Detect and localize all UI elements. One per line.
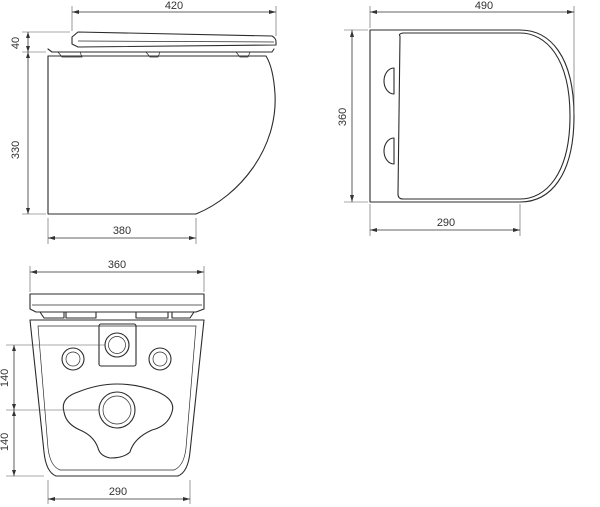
rear-dim-lower-spacing: 140	[0, 433, 11, 451]
rear-seat	[29, 293, 205, 313]
side-seat-base	[47, 48, 275, 53]
top-mount-hole-upper	[383, 67, 395, 95]
side-dim-width-bottom: 380	[113, 225, 131, 237]
side-seat-lid	[71, 31, 277, 48]
rear-dim-width: 360	[108, 259, 126, 271]
top-view: 490 360 290	[337, 0, 575, 236]
rear-dim-upper-spacing: 140	[0, 369, 11, 387]
side-view: 420 40 330 380	[10, 0, 277, 244]
rear-waste-outlet	[98, 391, 136, 429]
rear-bowl-outline	[29, 319, 205, 477]
rear-fixing-hole-right	[148, 347, 172, 371]
rear-seat-pads	[39, 311, 195, 319]
rear-waste-cover	[62, 383, 174, 459]
rear-view: 360 140 140 290	[0, 259, 205, 504]
top-dim-width: 490	[475, 0, 493, 12]
rear-fixing-hole-left	[61, 347, 85, 371]
side-dim-body-height: 330	[10, 141, 22, 159]
side-dim-seat-height: 40	[10, 37, 22, 49]
side-hinge	[57, 51, 251, 58]
top-mount-hole-lower	[383, 137, 395, 165]
rear-dim-bottom-width: 290	[109, 486, 127, 498]
top-outer-outline	[369, 29, 575, 203]
top-dim-inner-width: 290	[437, 217, 455, 229]
side-bowl-body	[47, 55, 276, 215]
top-dim-depth: 360	[337, 108, 349, 126]
side-dim-width-top: 420	[165, 0, 183, 12]
side-seat-line	[77, 40, 275, 43]
top-seat-outline	[397, 32, 571, 200]
rear-bowl-inner	[37, 325, 197, 471]
